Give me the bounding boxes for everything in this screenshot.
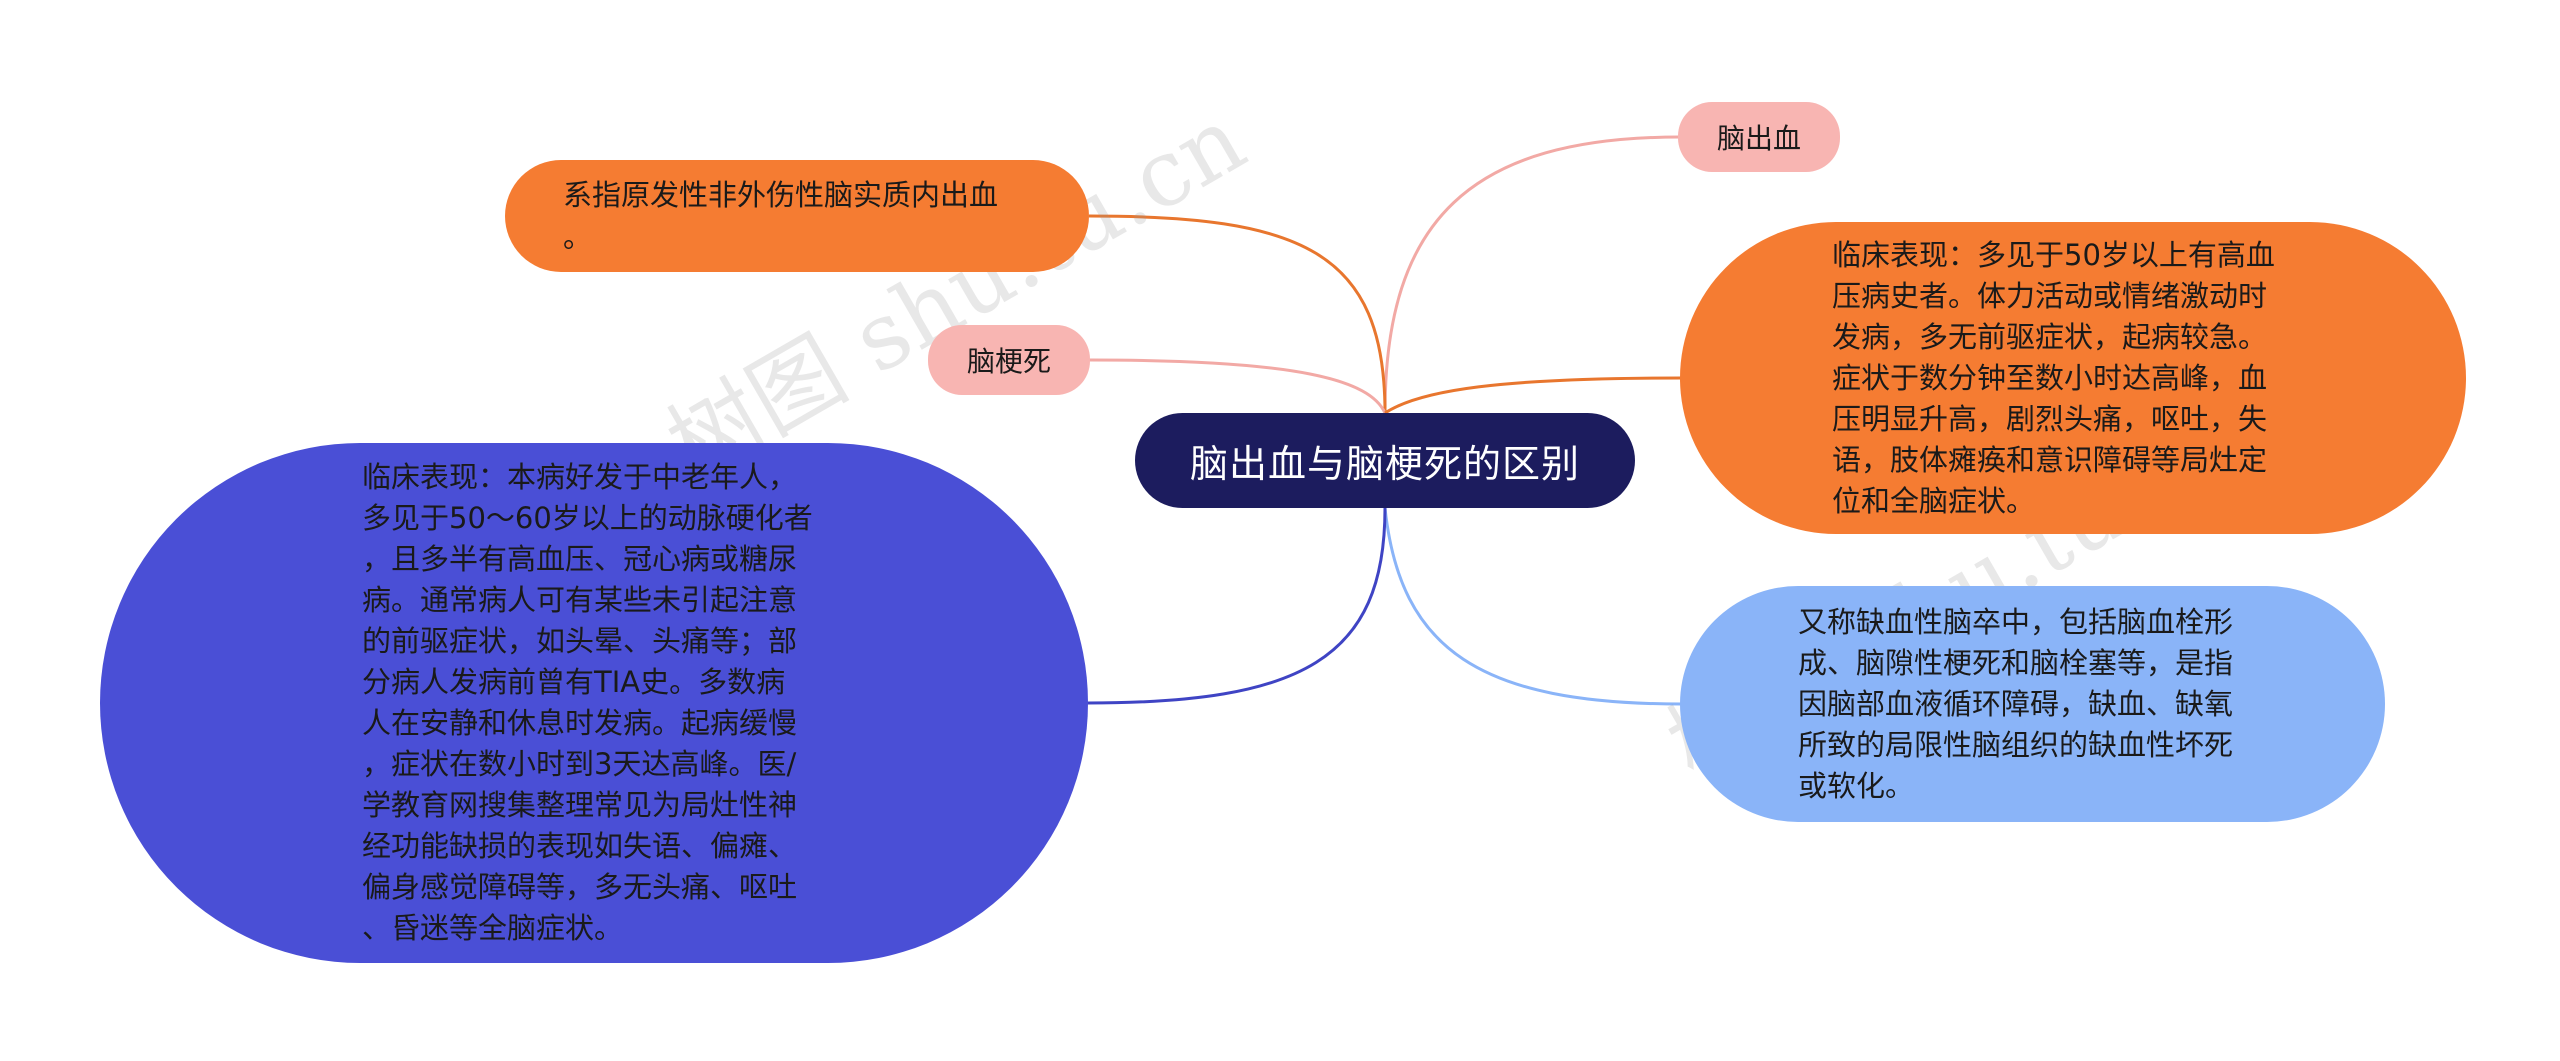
node-text: 脑梗死 (966, 345, 1051, 378)
node-text: 临床表现：本病好发于中老年人， 多见于50～60岁以上的动脉硬化者 ，且多半有高… (362, 460, 813, 945)
central-topic-text: 脑出血与脑梗死的区别 (1189, 442, 1580, 486)
node-infarction-clinical[interactable]: 临床表现：本病好发于中老年人， 多见于50～60岁以上的动脉硬化者 ，且多半有高… (100, 443, 1088, 963)
link-hemorrhage-label (1383, 135, 1681, 414)
node-text: 又称缺血性脑卒中，包括脑血栓形 成、脑隙性梗死和脑栓塞等，是指 因脑部血液循环障… (1798, 604, 2234, 803)
link-hemorrhage-definition (1088, 214, 1387, 414)
node-text: 系指原发性非外伤性脑实质内出血 。 (563, 178, 999, 254)
link-hemorrhage-clinical (1384, 376, 1683, 415)
node-infarction-definition[interactable]: 又称缺血性脑卒中，包括脑血栓形 成、脑隙性梗死和脑栓塞等，是指 因脑部血液循环障… (1680, 586, 2385, 822)
link-infarction-label (1089, 358, 1387, 414)
link-infarction-definition (1383, 507, 1683, 706)
node-infarction-label[interactable]: 脑梗死 (928, 325, 1090, 395)
node-hemorrhage-clinical[interactable]: 临床表现：多见于50岁以上有高血 压病史者。体力活动或情绪激动时 发病，多无前驱… (1680, 222, 2466, 534)
node-central-topic[interactable]: 脑出血与脑梗死的区别 (1135, 413, 1635, 508)
node-hemorrhage-label[interactable]: 脑出血 (1678, 102, 1840, 172)
node-text: 临床表现：多见于50岁以上有高血 压病史者。体力活动或情绪激动时 发病，多无前驱… (1832, 237, 2275, 518)
node-text: 脑出血 (1716, 122, 1801, 155)
node-hemorrhage-definition[interactable]: 系指原发性非外伤性脑实质内出血 。 (505, 160, 1089, 272)
link-infarction-clinical (1087, 507, 1387, 705)
